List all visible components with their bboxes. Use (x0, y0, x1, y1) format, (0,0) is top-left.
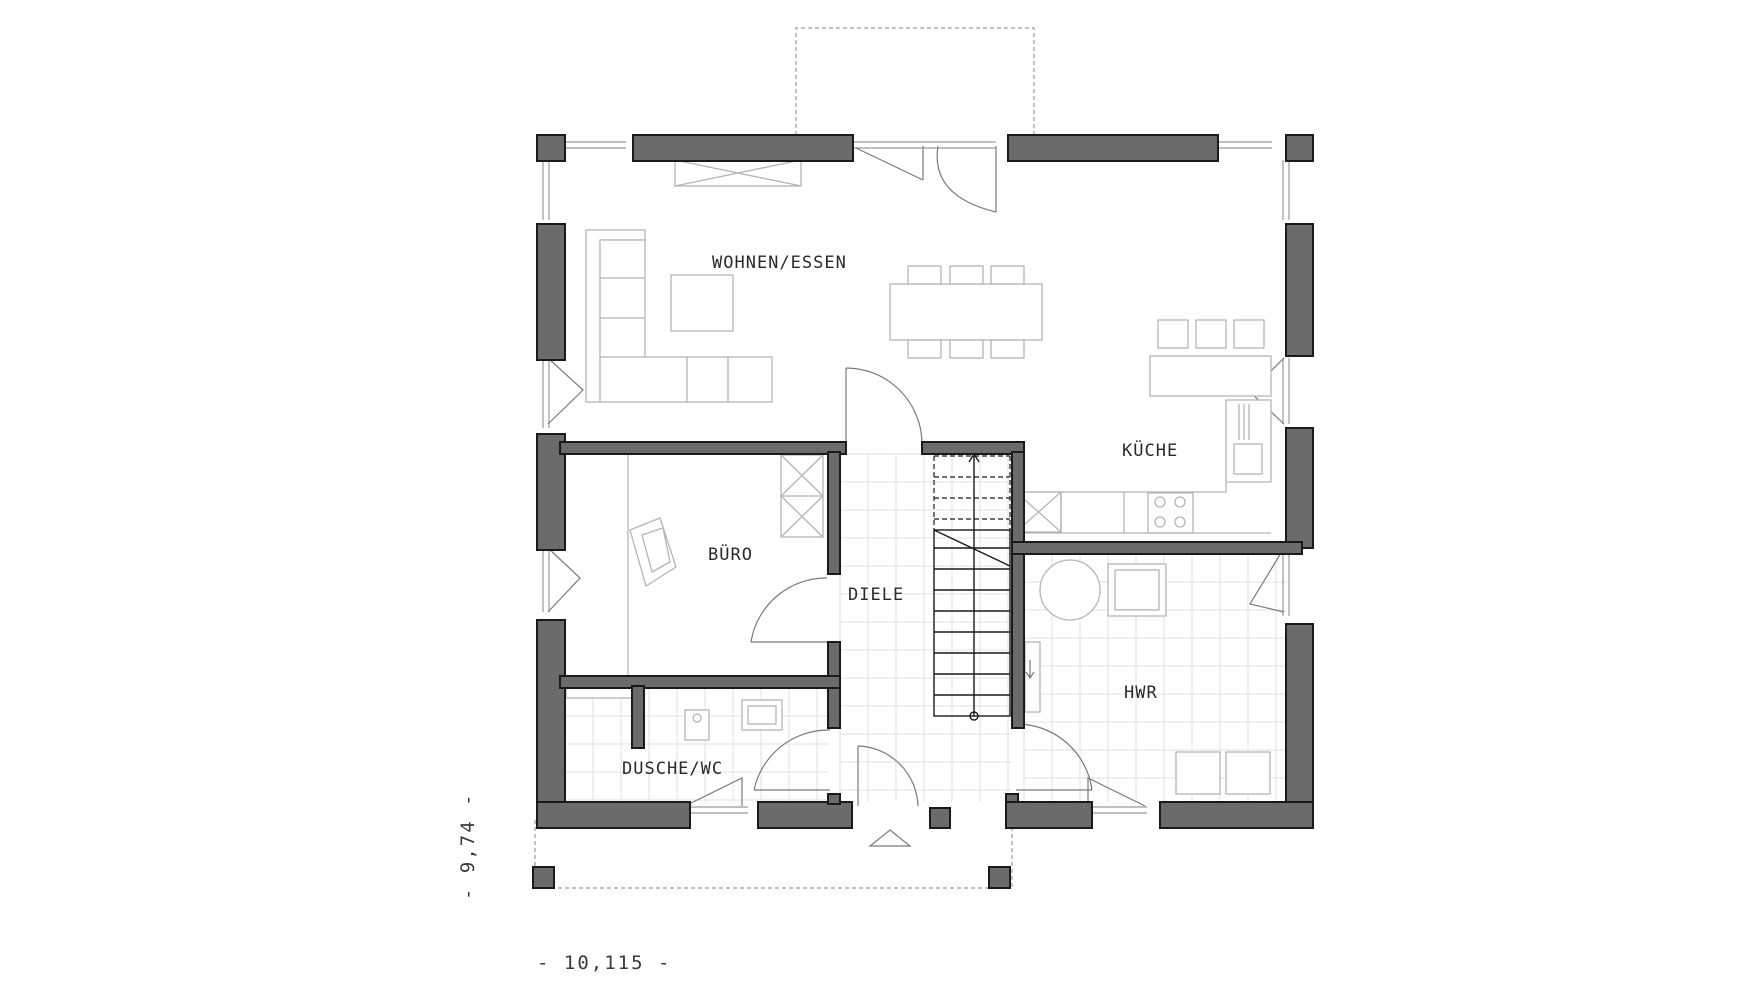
kitchen-counter (1016, 399, 1272, 493)
kitchen-furniture (1015, 319, 1272, 534)
dimension-width: - 10,115 - (537, 952, 671, 974)
canopy-post-right (988, 866, 1011, 889)
dimension-depth: - 9,74 - (457, 792, 479, 900)
room-label-kitchen: KÜCHE (1122, 439, 1178, 461)
room-label-office: BÜRO (708, 543, 753, 565)
cabinet (1024, 641, 1041, 713)
boiler (1225, 751, 1271, 795)
bar-stool (1157, 319, 1189, 349)
windows (542, 141, 1290, 814)
office-furniture (627, 454, 824, 675)
kitchen-island (1149, 355, 1272, 397)
round-table (1039, 559, 1101, 621)
terrace-outline (532, 27, 1035, 889)
toilet (684, 709, 710, 741)
room-label-bath: DUSCHE/WC (622, 759, 723, 779)
coffee-table (670, 274, 734, 332)
living-furniture (585, 159, 1043, 403)
room-label-utility: HWR (1124, 683, 1158, 703)
dining-chairs (907, 265, 1025, 359)
doors (750, 145, 1093, 847)
kitchen-sink (1233, 443, 1263, 475)
dining-table (889, 283, 1043, 341)
hwr-furniture (1024, 559, 1271, 795)
bath-furniture (565, 687, 783, 741)
walls (536, 134, 1314, 829)
room-labels: WOHNEN/ESSEN KÜCHE BÜRO DIELE HWR DUSCHE… (622, 253, 1178, 779)
room-label-hall: DIELE (848, 585, 904, 605)
stove (1147, 492, 1194, 534)
dryer (1175, 751, 1221, 795)
bar-stool (1233, 319, 1265, 349)
room-label-living: WOHNEN/ESSEN (712, 253, 847, 273)
canopy-post-left (532, 866, 555, 889)
bar-stool (1195, 319, 1227, 349)
staircase[interactable] (933, 452, 1011, 721)
shower-tray (565, 687, 633, 699)
